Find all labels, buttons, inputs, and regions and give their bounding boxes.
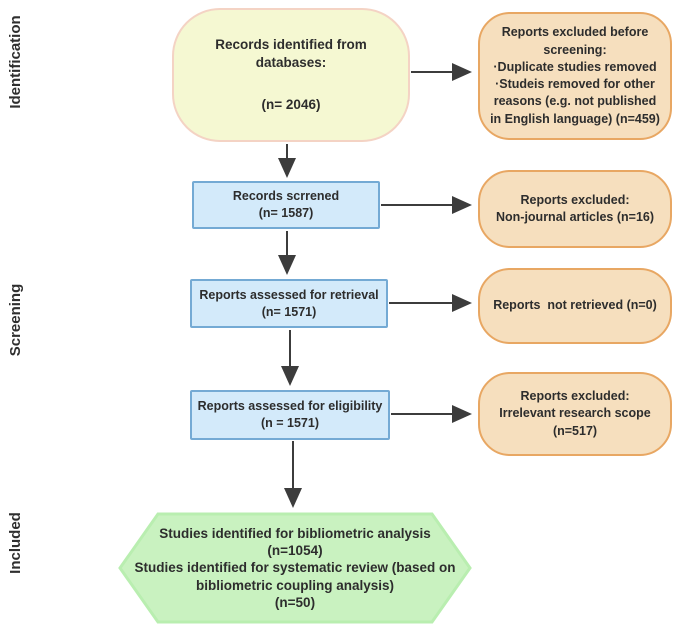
assessed-eligibility-text: Reports assessed for eligibility <box>197 399 383 414</box>
excluded-duplicates-text: ·Duplicate studies removed <box>493 59 657 74</box>
records-identified-text: Records identified from databases: <box>215 37 371 71</box>
excluded-nonjournal-box: Reports excluded: Non-journal articles (… <box>478 170 672 248</box>
included-hexagon-box: Studies identified for bibliometric anal… <box>125 514 465 622</box>
records-screened-text: Records scrrened <box>232 189 340 204</box>
excluded-nonjournal-title: Reports excluded: <box>520 192 630 207</box>
excluded-before-screening-box: Reports excluded before screening: ·Dupl… <box>478 12 672 140</box>
assessed-retrieval-text: Reports assessed for retrieval <box>199 287 379 302</box>
systematic-review-count: (n=50) <box>274 594 316 610</box>
excluded-other-reasons-text: ·Studeis removed for other reasons (e.g.… <box>490 77 660 126</box>
assessed-eligibility-box: Reports assessed for eligibility (n = 15… <box>190 390 390 440</box>
excluded-irrelevant-text: Irrelevant research scope <box>499 406 651 421</box>
excluded-before-screening-title: Reports excluded before screening: <box>501 25 652 57</box>
systematic-review-text: Studies identified for systematic review… <box>134 560 460 593</box>
records-screened-box: Records scrrened (n= 1587) <box>192 181 380 229</box>
stage-label-screening: Screening <box>7 283 24 357</box>
excluded-nonjournal-text: Non-journal articles (n=16) <box>495 210 655 224</box>
included-hexagon-shape <box>118 512 472 624</box>
excluded-irrelevant-box: Reports excluded: Irrelevant research sc… <box>478 372 672 456</box>
bibliometric-analysis-text: Studies identified for bibliometric anal… <box>159 526 431 542</box>
records-screened-count: (n= 1587) <box>258 206 314 220</box>
records-identified-count: (n= 2046) <box>261 96 321 112</box>
not-retrieved-box: Reports not retrieved (n=0) <box>478 268 672 344</box>
not-retrieved-text: Reports not retrieved (n=0) <box>493 298 657 313</box>
assessed-retrieval-box: Reports assessed for retrieval (n= 1571) <box>190 279 388 328</box>
records-identified-box: Records identified from databases: (n= 2… <box>172 8 410 142</box>
included-hexagon-polygon <box>118 512 472 624</box>
excluded-irrelevant-count: (n=517) <box>552 423 598 438</box>
assessed-eligibility-count: (n = 1571) <box>260 416 319 430</box>
bibliometric-analysis-count: (n=1054) <box>267 543 323 559</box>
stage-label-included: Included <box>7 512 24 574</box>
assessed-retrieval-count: (n= 1571) <box>261 304 317 319</box>
stage-label-identification: Identification <box>7 15 24 109</box>
excluded-irrelevant-title: Reports excluded: <box>520 389 630 404</box>
